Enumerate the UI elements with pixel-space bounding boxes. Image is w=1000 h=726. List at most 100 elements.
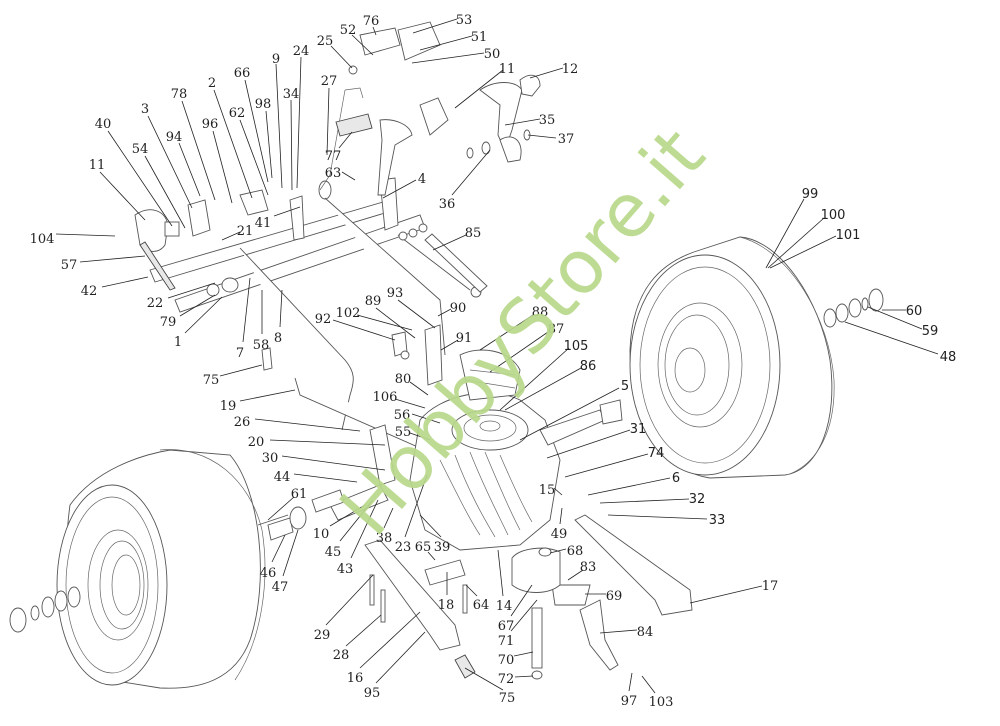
part-number-callout[interactable]: 101 — [836, 228, 861, 243]
part-number-callout[interactable]: 44 — [274, 470, 291, 485]
part-number-callout[interactable]: 104 — [30, 232, 55, 247]
part-number-callout[interactable]: 86 — [580, 359, 597, 374]
part-number-callout[interactable]: 105 — [564, 339, 589, 354]
part-number-callout[interactable]: 100 — [821, 208, 846, 223]
part-number-callout[interactable]: 18 — [438, 598, 455, 613]
part-number-callout[interactable]: 48 — [940, 350, 957, 365]
part-number-callout[interactable]: 62 — [229, 106, 246, 121]
part-number-callout[interactable]: 85 — [465, 226, 482, 241]
part-number-callout[interactable]: 83 — [580, 560, 597, 575]
part-number-callout[interactable]: 80 — [395, 372, 412, 387]
part-number-callout[interactable]: 96 — [202, 117, 219, 132]
part-number-callout[interactable]: 19 — [220, 399, 237, 414]
part-number-callout[interactable]: 65 — [415, 540, 432, 555]
part-number-callout[interactable]: 6 — [672, 471, 680, 486]
part-number-callout[interactable]: 10 — [313, 527, 330, 542]
part-number-callout[interactable]: 36 — [439, 197, 456, 212]
part-number-callout[interactable]: 11 — [499, 62, 516, 77]
part-number-callout[interactable]: 97 — [621, 694, 638, 709]
part-number-callout[interactable]: 76 — [363, 14, 380, 29]
part-number-callout[interactable]: 75 — [203, 373, 220, 388]
part-number-callout[interactable]: 57 — [61, 258, 78, 273]
part-number-callout[interactable]: 49 — [551, 527, 568, 542]
part-number-callout[interactable]: 78 — [171, 87, 188, 102]
part-number-callout[interactable]: 15 — [539, 483, 556, 498]
part-number-callout[interactable]: 69 — [606, 589, 623, 604]
part-number-callout[interactable]: 93 — [387, 286, 404, 301]
part-number-callout[interactable]: 8 — [274, 331, 282, 346]
part-number-callout[interactable]: 74 — [648, 446, 665, 461]
part-number-callout[interactable]: 5 — [621, 379, 629, 394]
part-number-callout[interactable]: 53 — [456, 13, 473, 28]
part-number-callout[interactable]: 24 — [293, 44, 310, 59]
part-number-callout[interactable]: 89 — [365, 294, 382, 309]
part-number-callout[interactable]: 103 — [649, 695, 674, 710]
part-number-callout[interactable]: 61 — [291, 487, 308, 502]
part-number-callout[interactable]: 14 — [496, 599, 513, 614]
part-number-callout[interactable]: 98 — [255, 97, 272, 112]
part-number-callout[interactable]: 56 — [394, 408, 411, 423]
part-number-callout[interactable]: 95 — [364, 686, 381, 701]
part-number-callout[interactable]: 106 — [373, 390, 398, 405]
part-number-callout[interactable]: 60 — [906, 304, 923, 319]
part-number-callout[interactable]: 79 — [160, 315, 177, 330]
part-number-callout[interactable]: 40 — [95, 117, 112, 132]
part-number-callout[interactable]: 94 — [166, 130, 183, 145]
part-number-callout[interactable]: 54 — [132, 142, 149, 157]
part-number-callout[interactable]: 23 — [395, 540, 412, 555]
part-number-callout[interactable]: 47 — [272, 580, 289, 595]
part-number-callout[interactable]: 3 — [141, 102, 149, 117]
part-number-callout[interactable]: 50 — [484, 47, 501, 62]
part-number-callout[interactable]: 87 — [548, 322, 565, 337]
part-number-callout[interactable]: 99 — [802, 187, 819, 202]
part-number-callout[interactable]: 46 — [260, 566, 277, 581]
part-number-callout[interactable]: 11 — [89, 158, 106, 173]
part-number-callout[interactable]: 66 — [234, 66, 251, 81]
part-number-callout[interactable]: 31 — [630, 422, 647, 437]
part-number-callout[interactable]: 67 — [498, 619, 515, 634]
part-number-callout[interactable]: 102 — [336, 306, 361, 321]
part-number-callout[interactable]: 1 — [174, 335, 182, 350]
part-number-callout[interactable]: 77 — [325, 149, 342, 164]
part-number-callout[interactable]: 34 — [283, 87, 300, 102]
part-number-callout[interactable]: 26 — [234, 415, 251, 430]
part-number-callout[interactable]: 9 — [272, 52, 280, 67]
part-number-callout[interactable]: 30 — [262, 451, 279, 466]
part-number-callout[interactable]: 71 — [498, 634, 515, 649]
part-number-callout[interactable]: 72 — [498, 672, 515, 687]
part-number-callout[interactable]: 68 — [567, 544, 584, 559]
part-number-callout[interactable]: 4 — [418, 172, 426, 187]
part-number-callout[interactable]: 88 — [532, 305, 549, 320]
part-number-callout[interactable]: 28 — [333, 648, 350, 663]
part-number-callout[interactable]: 59 — [922, 324, 939, 339]
part-number-callout[interactable]: 2 — [208, 76, 216, 91]
part-number-callout[interactable]: 84 — [637, 625, 654, 640]
part-number-callout[interactable]: 12 — [562, 62, 579, 77]
part-number-callout[interactable]: 51 — [471, 30, 488, 45]
part-number-callout[interactable]: 55 — [395, 425, 412, 440]
part-number-callout[interactable]: 7 — [236, 346, 244, 361]
part-number-callout[interactable]: 35 — [539, 113, 556, 128]
part-number-callout[interactable]: 63 — [325, 166, 342, 181]
part-number-callout[interactable]: 64 — [473, 598, 490, 613]
part-number-callout[interactable]: 45 — [325, 545, 342, 560]
part-number-callout[interactable]: 70 — [498, 653, 515, 668]
part-number-callout[interactable]: 32 — [689, 492, 706, 507]
part-number-callout[interactable]: 92 — [315, 312, 332, 327]
part-number-callout[interactable]: 25 — [317, 34, 334, 49]
part-number-callout[interactable]: 52 — [340, 23, 357, 38]
part-number-callout[interactable]: 38 — [376, 531, 393, 546]
part-number-callout[interactable]: 27 — [321, 74, 338, 89]
part-number-callout[interactable]: 42 — [81, 284, 98, 299]
part-number-callout[interactable]: 41 — [255, 216, 272, 231]
part-number-callout[interactable]: 16 — [347, 671, 364, 686]
part-number-callout[interactable]: 21 — [237, 224, 254, 239]
part-number-callout[interactable]: 33 — [709, 513, 726, 528]
part-number-callout[interactable]: 91 — [456, 331, 473, 346]
part-number-callout[interactable]: 22 — [147, 296, 164, 311]
part-number-callout[interactable]: 90 — [450, 301, 467, 316]
part-number-callout[interactable]: 39 — [434, 540, 451, 555]
part-number-callout[interactable]: 58 — [253, 338, 270, 353]
part-number-callout[interactable]: 17 — [762, 579, 779, 594]
part-number-callout[interactable]: 20 — [248, 435, 265, 450]
